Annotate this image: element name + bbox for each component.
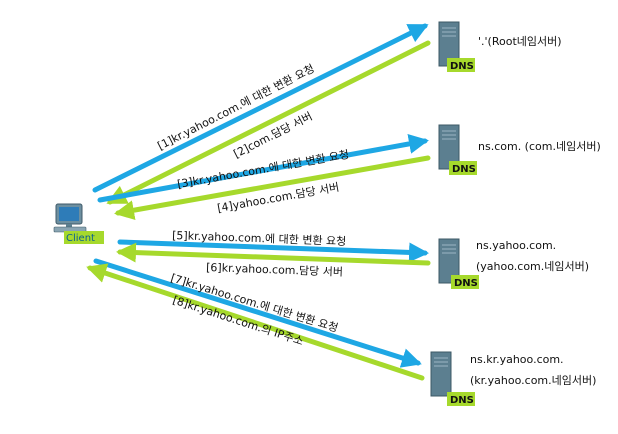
arrow-step-2 bbox=[106, 40, 431, 205]
server-3-icon bbox=[438, 238, 460, 284]
dns-server-1: DNS '.'(Root네임서버) bbox=[438, 21, 562, 72]
server-2-name: ns.com. (com.네임서버) bbox=[478, 140, 601, 153]
server-4-name: ns.kr.yahoo.com. bbox=[470, 353, 564, 366]
server-2-badge-label: DNS bbox=[452, 164, 476, 175]
dns-server-4: DNS ns.kr.yahoo.com. (kr.yahoo.com.네임서버) bbox=[430, 351, 596, 406]
client-badge bbox=[64, 231, 104, 244]
client-computer-icon bbox=[53, 203, 87, 233]
arrow-step-8 bbox=[86, 263, 425, 381]
arrow-step-3 bbox=[97, 134, 429, 203]
server-3-badge-label: DNS bbox=[454, 278, 478, 289]
dns-server-3: DNS ns.yahoo.com. (yahoo.com.네임서버) bbox=[438, 238, 589, 289]
arrow-step-5 bbox=[117, 239, 429, 263]
server-1-icon bbox=[438, 21, 460, 67]
server-4-name-line2: (kr.yahoo.com.네임서버) bbox=[470, 374, 596, 387]
server-3-badge bbox=[451, 275, 479, 289]
arrow-step-7 bbox=[93, 258, 422, 368]
dns-server-2: DNS ns.com. (com.네임서버) bbox=[438, 124, 601, 175]
server-2-badge bbox=[449, 161, 477, 175]
server-1-badge bbox=[447, 58, 475, 72]
server-1-name: '.'(Root네임서버) bbox=[478, 35, 562, 48]
step-6-label: [6]kr.yahoo.com.담당 서버 bbox=[206, 261, 343, 279]
client-label: Client bbox=[66, 233, 95, 244]
server-1-badge-label: DNS bbox=[450, 61, 474, 72]
server-3-name-line2: (yahoo.com.네임서버) bbox=[476, 260, 589, 273]
server-4-icon bbox=[430, 351, 452, 397]
step-5-label: [5]kr.yahoo.com.에 대한 변환 요청 bbox=[172, 229, 347, 248]
arrow-step-1 bbox=[92, 23, 429, 193]
server-3-name: ns.yahoo.com. bbox=[476, 239, 556, 252]
server-4-badge bbox=[447, 392, 475, 406]
server-4-badge-label: DNS bbox=[450, 395, 474, 406]
arrow-step-4 bbox=[114, 155, 431, 221]
arrow-step-6 bbox=[116, 242, 431, 266]
